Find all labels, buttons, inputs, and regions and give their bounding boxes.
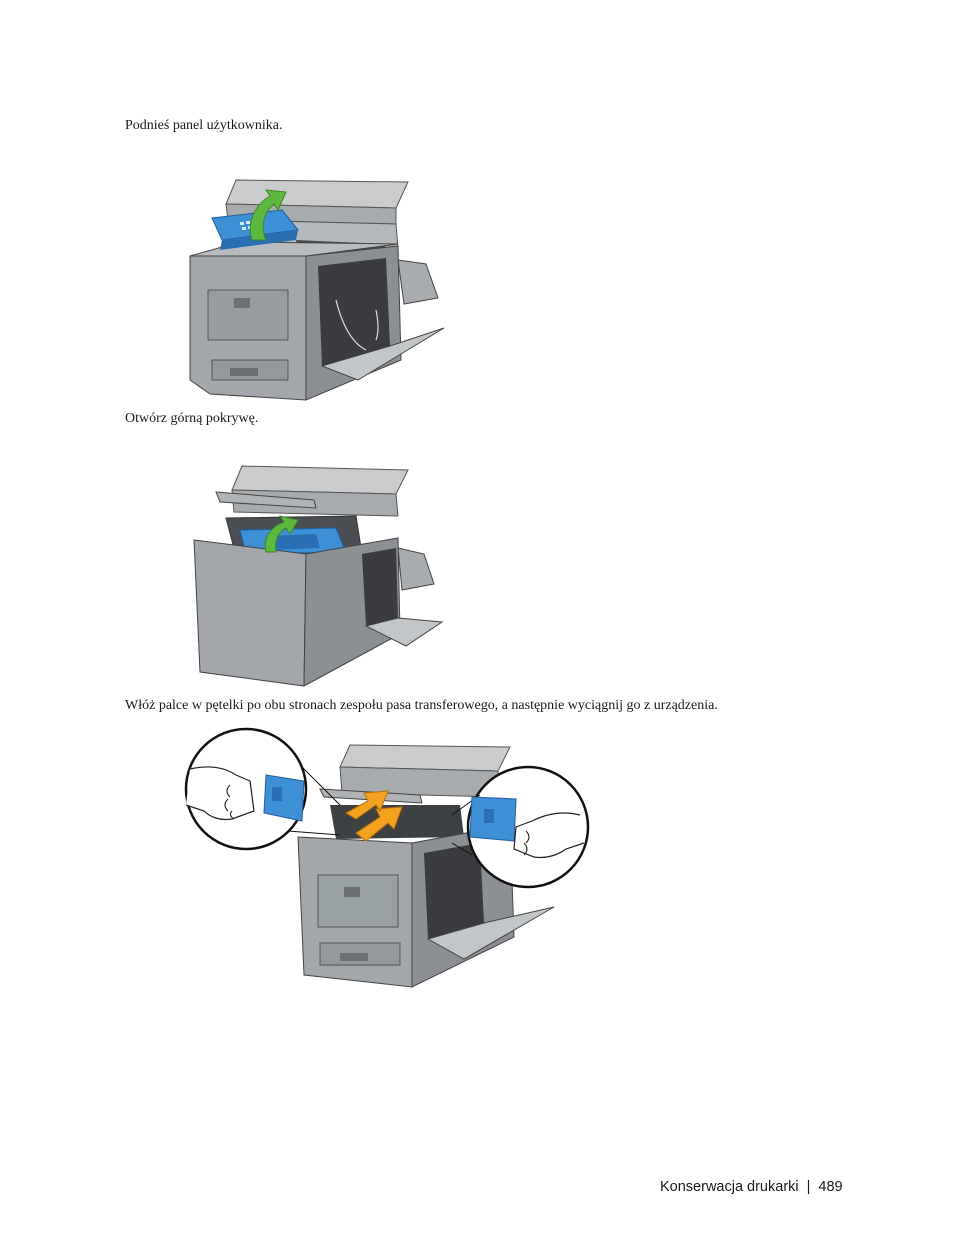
step-1-text: Podnieś panel użytkownika. — [125, 118, 283, 133]
step-3-text: Włóż palce w pętelki po obu stronach zes… — [125, 698, 718, 713]
footer-separator: | — [806, 1179, 811, 1195]
page-footer: Konserwacja drukarki | 489 — [660, 1178, 843, 1196]
footer-section-title: Konserwacja drukarki — [660, 1179, 799, 1195]
printer-remove-transfer-belt-illustration — [180, 725, 600, 993]
step-2-text: Otwórz górną pokrywę. — [125, 411, 259, 426]
page-number: 489 — [818, 1179, 843, 1195]
printer-lift-operator-panel-illustration — [186, 170, 446, 402]
printer-open-top-cover-illustration — [186, 458, 446, 690]
